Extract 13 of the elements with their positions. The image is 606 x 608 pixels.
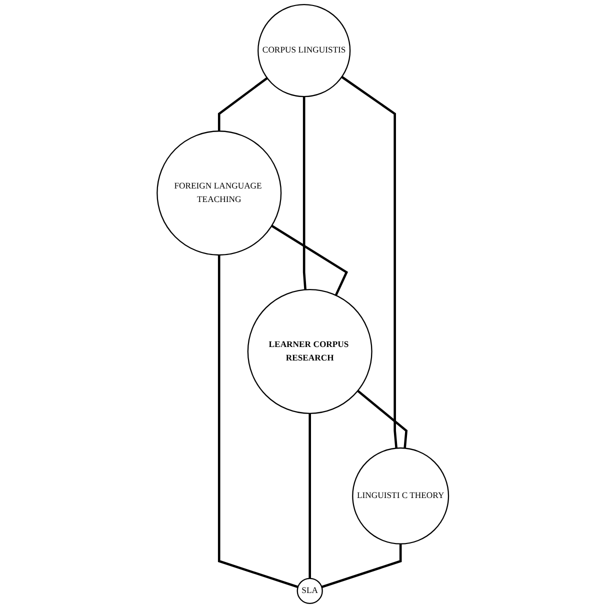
connector: [303, 96, 307, 290]
node-circle: CORPUS LINGUISTIS: [258, 4, 351, 98]
connector: [218, 255, 298, 588]
node-circle: FOREIGN LANGUAGE TEACHING: [156, 130, 282, 256]
node-circle: SLA: [296, 578, 324, 604]
node-circle: LEARNER CORPUS RESEARCH: [248, 288, 372, 414]
connector: [271, 224, 348, 296]
connector: [218, 77, 268, 132]
node-circle: LINGUISTI C THEORY: [352, 447, 450, 544]
connector: [322, 544, 402, 588]
connector: [357, 390, 408, 448]
connector: [341, 76, 398, 448]
connector: [308, 413, 312, 578]
